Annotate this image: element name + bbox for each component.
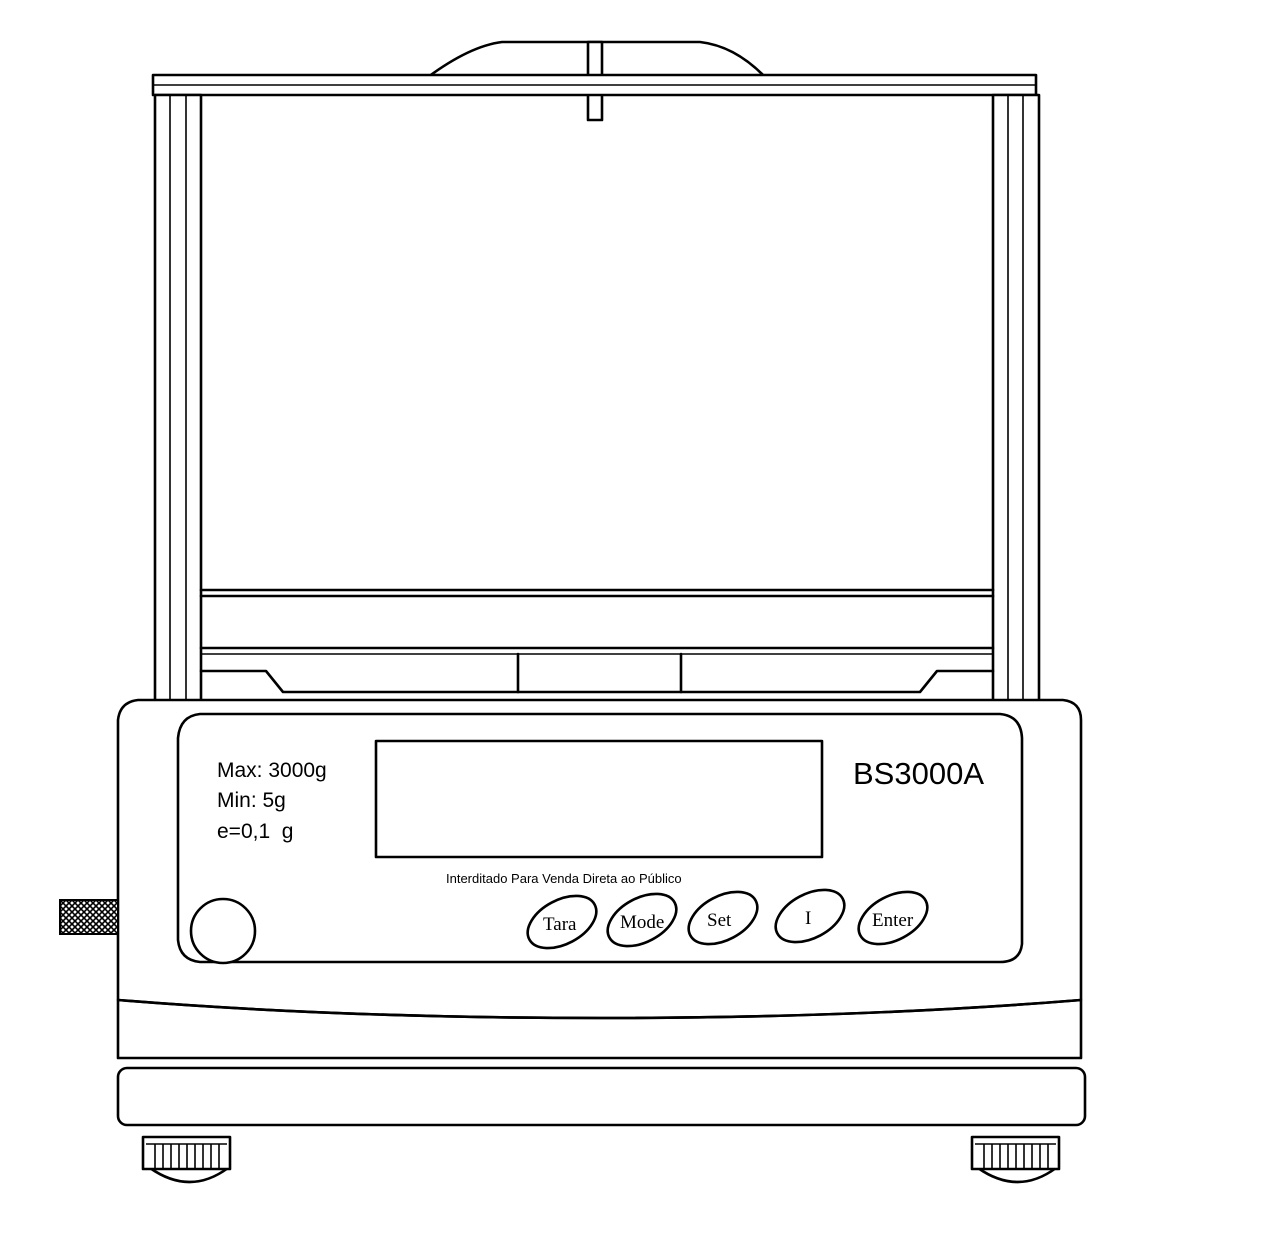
tara-button[interactable]: Tara <box>519 885 605 959</box>
division-label: e=0,1 g <box>217 820 293 843</box>
set-button[interactable]: Set <box>680 881 766 955</box>
draft-shield-door[interactable] <box>199 588 995 655</box>
control-panel <box>176 712 1024 964</box>
base-plate <box>116 1066 1087 1127</box>
model-label: BS3000A <box>853 756 984 791</box>
left-pillar <box>153 93 203 709</box>
right-pillar <box>991 93 1041 709</box>
sales-notice: Interditado Para Venda Direta ao Público <box>446 871 682 886</box>
enter-button-label: Enter <box>872 910 914 931</box>
tara-button-label: Tara <box>543 914 577 935</box>
set-button-label: Set <box>707 910 732 931</box>
weighing-pan <box>199 652 995 694</box>
leveling-foot-right[interactable] <box>970 1135 1061 1184</box>
draft-shield-top-bar <box>151 73 1038 97</box>
leveling-foot-left[interactable] <box>141 1135 232 1184</box>
mode-button-label: Mode <box>620 912 664 933</box>
enter-button[interactable]: Enter <box>850 881 936 955</box>
power-button[interactable]: I <box>767 879 853 953</box>
level-bubble-indicator <box>189 897 257 965</box>
side-connector <box>59 899 119 935</box>
lcd-display <box>374 739 824 859</box>
mode-button[interactable]: Mode <box>599 883 685 957</box>
scale-body <box>116 698 1083 1060</box>
max-capacity-label: Max: 3000g <box>217 759 327 782</box>
power-button-label: I <box>805 908 811 929</box>
min-capacity-label: Min: 5g <box>217 789 286 812</box>
